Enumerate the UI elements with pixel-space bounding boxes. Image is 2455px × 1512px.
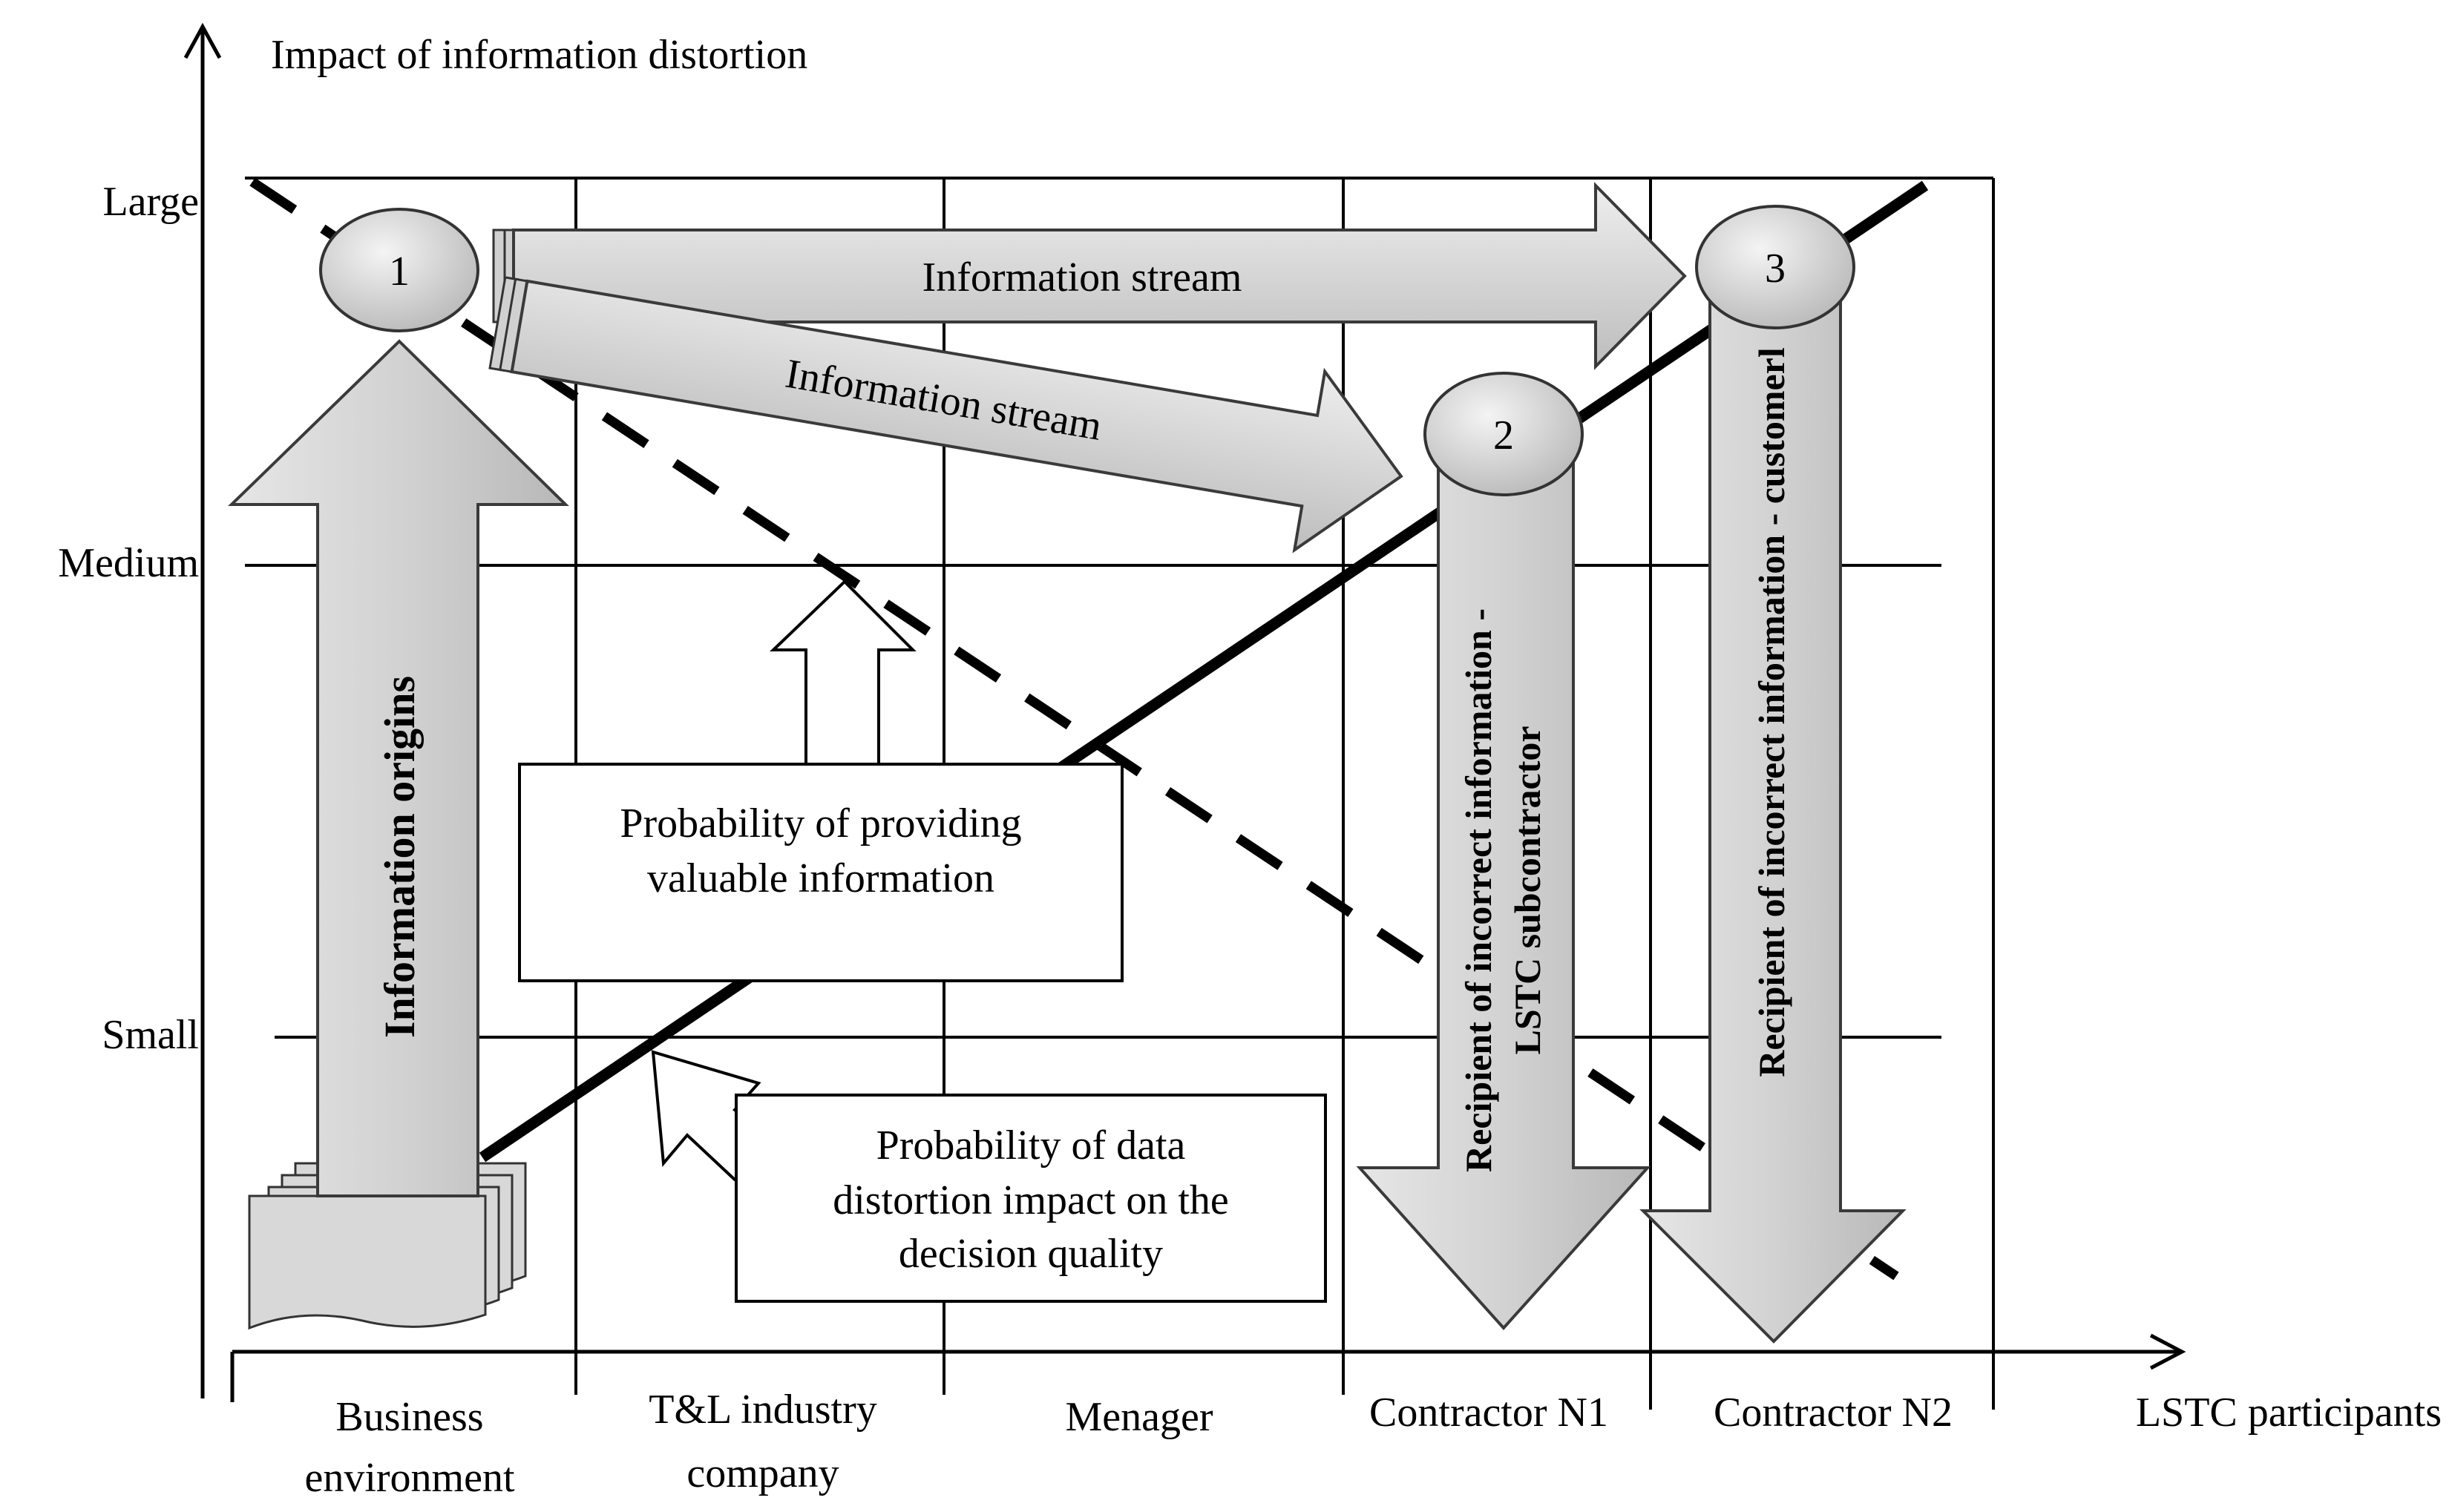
valuable-information-callout: Probability of providing valuable inform… [518, 579, 1124, 982]
information-stream-top-label: Information stream [922, 254, 1242, 300]
node-1: 1 [319, 208, 479, 332]
y-level-small: Small [102, 1012, 199, 1058]
x-label-tl-company-2: company [686, 1450, 839, 1496]
x-axis-title: LSTC participants [2136, 1390, 2442, 1436]
y-axis-title: Impact of information distortion [271, 32, 807, 78]
valuable-information-box [518, 763, 1124, 982]
node-2: 2 [1423, 372, 1584, 496]
x-label-tl-company-1: T&L industry [649, 1387, 876, 1433]
data-distortion-text-3: decision quality [899, 1231, 1163, 1277]
y-level-medium: Medium [58, 540, 199, 586]
node-1-label: 1 [389, 249, 410, 295]
data-distortion-callout: Probability of data distortion impact on… [651, 1050, 1327, 1303]
dashed-valuable-information-line [249, 177, 1899, 1281]
y-axis-arrowhead [183, 22, 222, 59]
x-label-menager: Menager [1065, 1394, 1213, 1440]
information-origins-label: Information origins [376, 676, 424, 1038]
y-level-large: Large [102, 179, 199, 225]
data-distortion-text-2: distortion impact on the [833, 1177, 1228, 1223]
information-origins-arrow: Information origins [228, 339, 569, 1197]
axes [183, 22, 2186, 1402]
recipient-customer-label: Recipient of incorrect information - cus… [1751, 347, 1792, 1077]
x-axis-labels: Business environment T&L industry compan… [304, 1387, 1952, 1501]
x-label-contractor-n2: Contractor N2 [1714, 1390, 1953, 1436]
node-3: 3 [1695, 205, 1855, 329]
recipient-subcontractor-arrow: Recipient of incorrect information - LST… [1356, 444, 1651, 1330]
recipient-subcontractor-label-1: Recipient of incorrect information - [1458, 608, 1499, 1172]
solid-data-distortion-line [479, 180, 1929, 1163]
recipient-subcontractor-label-2: LSTC subcontractor [1507, 726, 1548, 1054]
valuable-information-text-2: valuable information [647, 855, 994, 901]
x-label-contractor-n1: Contractor N1 [1369, 1390, 1608, 1436]
x-label-business-environment-2: environment [304, 1455, 514, 1501]
data-distortion-text-1: Probability of data [876, 1123, 1186, 1168]
node-2-label: 2 [1493, 412, 1514, 458]
x-axis-arrowhead [2149, 1333, 2186, 1370]
x-label-business-environment-1: Business [335, 1394, 483, 1440]
recipient-customer-arrow: Recipient of incorrect information - cus… [1639, 295, 1907, 1344]
node-3-label: 3 [1765, 246, 1786, 292]
valuable-information-text-1: Probability of providing [620, 801, 1021, 847]
valuable-information-pointer-arrow [770, 579, 917, 770]
data-distortion-box [735, 1094, 1327, 1303]
